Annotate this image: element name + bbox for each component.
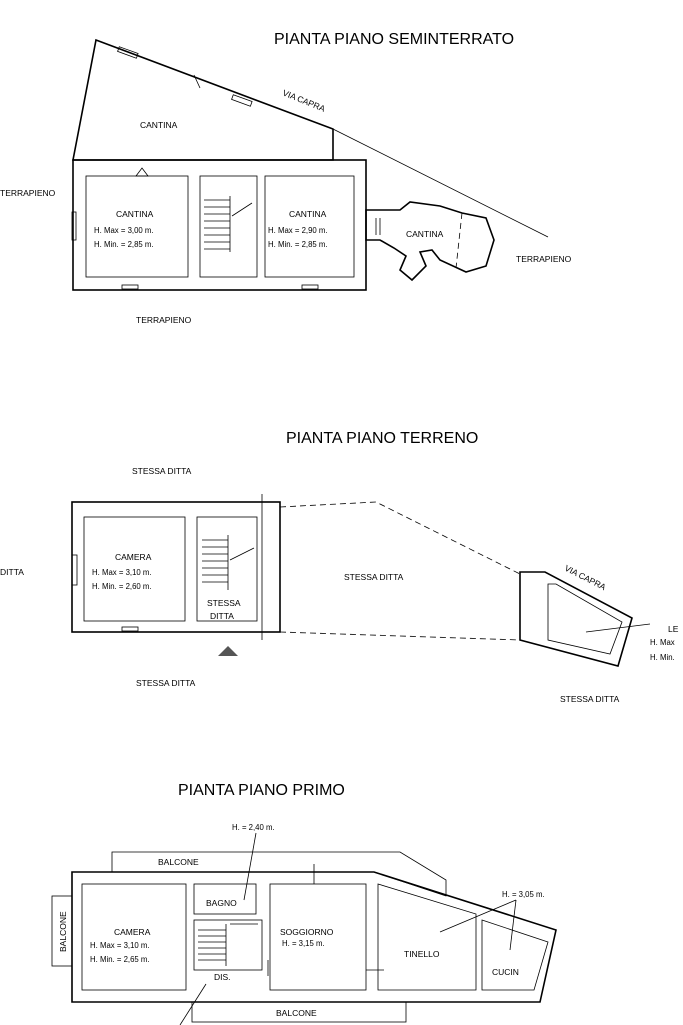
basement-bottom-window bbox=[301, 284, 319, 290]
basement-left-hmax: H. Max = 3,00 m. bbox=[94, 226, 154, 235]
ground-street-label: VIA CAPRA bbox=[563, 563, 608, 592]
first-title: PIANTA PIANO PRIMO bbox=[178, 782, 345, 799]
basement-stair-room bbox=[199, 175, 258, 278]
ground-camera-label: CAMERA bbox=[115, 552, 152, 562]
first-camera-label: CAMERA bbox=[114, 927, 151, 937]
first-camera-hmin: H. Min. = 2,65 m. bbox=[90, 955, 150, 964]
first-dis-leader bbox=[179, 983, 207, 1025]
first-cucina-label: CUCIN bbox=[492, 967, 519, 977]
basement-fill-right-label: TERRAPIENO bbox=[516, 254, 572, 264]
ground-stair-label-2: DITTA bbox=[210, 611, 234, 621]
basement-street-label: VIA CAPRA bbox=[281, 88, 327, 114]
basement-top-cellar-label: CANTINA bbox=[140, 120, 178, 130]
ground-neighbour-center: STESSA DITTA bbox=[344, 572, 404, 582]
ground-stair-label-1: STESSA bbox=[207, 598, 241, 608]
basement-window bbox=[231, 94, 253, 107]
basement-middle-cellar-room bbox=[264, 175, 355, 278]
ground-adjoining-dashed-top bbox=[279, 501, 521, 575]
ground-right-building-outline bbox=[519, 571, 633, 667]
ground-left-window bbox=[71, 554, 78, 586]
first-soggiorno-room bbox=[269, 883, 367, 991]
basement-title: PIANTA PIANO SEMINTERRATO bbox=[274, 31, 514, 48]
first-stair-room bbox=[193, 919, 263, 971]
first-tinello-room bbox=[377, 883, 477, 991]
first-bagno-label: BAGNO bbox=[206, 898, 237, 908]
basement-plan: PIANTA PIANO SEMINTERRATO bbox=[0, 31, 572, 325]
first-tinello-label: TINELLO bbox=[404, 949, 440, 959]
basement-middle-hmax: H. Max = 2,90 m. bbox=[268, 226, 328, 235]
basement-street-line bbox=[332, 128, 549, 238]
ground-title: PIANTA PIANO TERRENO bbox=[286, 430, 478, 447]
first-height-top: H. = 2,40 m. bbox=[232, 823, 275, 832]
ground-stairs bbox=[202, 535, 255, 590]
first-cucina-room bbox=[481, 919, 549, 991]
basement-window bbox=[117, 46, 139, 59]
first-stairs bbox=[198, 923, 258, 966]
first-height-right-leader bbox=[439, 899, 517, 933]
basement-wall-mark bbox=[193, 74, 201, 89]
first-height-right-leader bbox=[509, 899, 517, 951]
first-camera-hmax: H. Max = 3,10 m. bbox=[90, 941, 150, 950]
first-dis-label: DIS. bbox=[214, 972, 231, 982]
ground-right-room bbox=[547, 583, 623, 655]
basement-bottom-window bbox=[121, 284, 139, 290]
basement-stairs bbox=[204, 196, 253, 252]
ground-right-leader bbox=[585, 623, 651, 633]
first-balcone-bottom-label: BALCONE bbox=[276, 1008, 317, 1018]
basement-fill-bottom-label: TERRAPIENO bbox=[136, 315, 192, 325]
ground-camera-room bbox=[83, 516, 186, 622]
basement-main-outline bbox=[72, 159, 367, 291]
ground-neighbour-left: DITTA bbox=[0, 567, 24, 577]
basement-right-cellar-label: CANTINA bbox=[406, 229, 444, 239]
basement-vent-mark bbox=[135, 167, 149, 177]
ground-bottom-window bbox=[121, 626, 139, 632]
first-main-outline bbox=[71, 871, 557, 1003]
ground-camera-hmax: H. Max = 3,10 m. bbox=[92, 568, 152, 577]
first-plan: PIANTA PIANO PRIMO H. = 2, bbox=[51, 782, 557, 1025]
first-balcone-left-label: BALCONE bbox=[58, 911, 68, 952]
first-balcone-top-label: BALCONE bbox=[158, 857, 199, 867]
basement-fill-left-label: TERRAPIENO bbox=[0, 188, 56, 198]
ground-plan: PIANTA PIANO TERRENO STESSA DITTA CAMERA bbox=[0, 430, 679, 704]
basement-left-cellar-label: CANTINA bbox=[116, 209, 154, 219]
ground-neighbour-top: STESSA DITTA bbox=[132, 466, 192, 476]
basement-left-window bbox=[71, 211, 77, 241]
ground-right-room-hmin: H. Min. bbox=[650, 653, 675, 662]
basement-annex-outline bbox=[365, 201, 495, 282]
basement-annex-dashed bbox=[455, 212, 463, 269]
ground-stair-room bbox=[196, 516, 258, 622]
first-soggiorno-height: H. = 3,15 m. bbox=[282, 939, 325, 948]
ground-neighbour-bottom-right: STESSA DITTA bbox=[560, 694, 620, 704]
basement-left-hmin: H. Min. = 2,85 m. bbox=[94, 240, 154, 249]
first-soggiorno-label: SOGGIORNO bbox=[280, 927, 334, 937]
ground-main-outline bbox=[71, 501, 281, 633]
basement-west-wall bbox=[72, 39, 97, 161]
first-camera-room bbox=[81, 883, 187, 991]
ground-right-room-label: LE bbox=[668, 624, 679, 634]
basement-middle-hmin: H. Min. = 2,85 m. bbox=[268, 240, 328, 249]
ground-camera-hmin: H. Min. = 2,60 m. bbox=[92, 582, 152, 591]
ground-right-room-hmax: H. Max bbox=[650, 638, 675, 647]
ground-entrance-arrow-icon bbox=[218, 646, 238, 656]
first-bagno-room bbox=[193, 883, 257, 915]
ground-neighbour-bottom-left: STESSA DITTA bbox=[136, 678, 196, 688]
ground-adjoining-dashed-bottom bbox=[279, 631, 521, 641]
first-height-top-leader bbox=[243, 832, 257, 901]
basement-middle-cellar-label: CANTINA bbox=[289, 209, 327, 219]
first-height-right: H. = 3,05 m. bbox=[502, 890, 545, 899]
